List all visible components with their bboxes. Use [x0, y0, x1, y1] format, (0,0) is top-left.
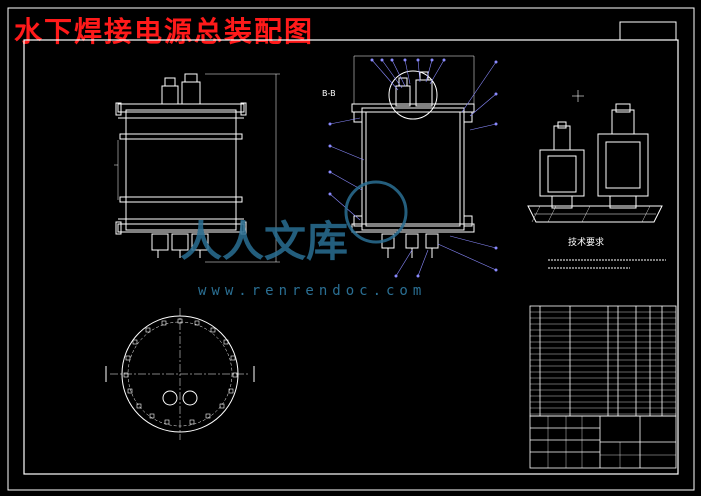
tech-requirements-title: 技术要求 [568, 238, 605, 248]
detail-view [527, 90, 663, 223]
front-view [114, 73, 280, 263]
section-leader-lines [329, 59, 497, 277]
title-block [529, 415, 677, 469]
leader-balloon-dots [328, 58, 498, 278]
top-right-corner-box [619, 21, 677, 41]
watermark-glyphs: 人人文库 [180, 217, 348, 266]
bill-of-materials [529, 305, 677, 417]
top-view-bolt-holes [123, 318, 238, 425]
section-label: B-B [322, 89, 336, 98]
bom-row-lines [530, 311, 676, 415]
drawing-frame [7, 7, 695, 491]
section-view [351, 55, 475, 258]
drawing-title: 水下焊接电源总装配图 [14, 15, 315, 48]
top-view [105, 308, 255, 440]
watermark-logo [344, 180, 408, 244]
watermark-url: www.renrendoc.com [198, 283, 427, 299]
tech-requirements-notes [548, 259, 666, 269]
